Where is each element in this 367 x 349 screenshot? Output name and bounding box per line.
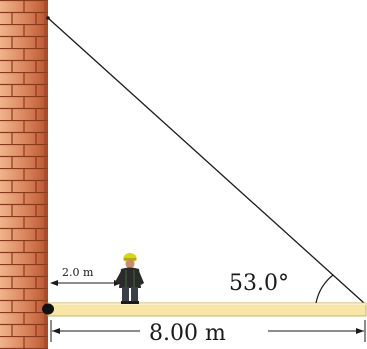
hinge-pin-icon: [42, 303, 54, 315]
beam-length-label: 8.00 m: [149, 321, 226, 346]
angle-label: 53.0°: [229, 271, 289, 296]
cable-anchor: [46, 16, 50, 20]
brick-wall: [0, 0, 48, 349]
person-distance-dimension: [50, 280, 122, 286]
angle-arc: [315, 274, 334, 304]
beam: [47, 302, 367, 317]
beam-length-dimension: [50, 320, 366, 342]
person-distance-label: 2.0 m: [62, 266, 94, 279]
support-cable: [47, 17, 365, 304]
worker-with-hard-hat-icon: [115, 253, 144, 304]
